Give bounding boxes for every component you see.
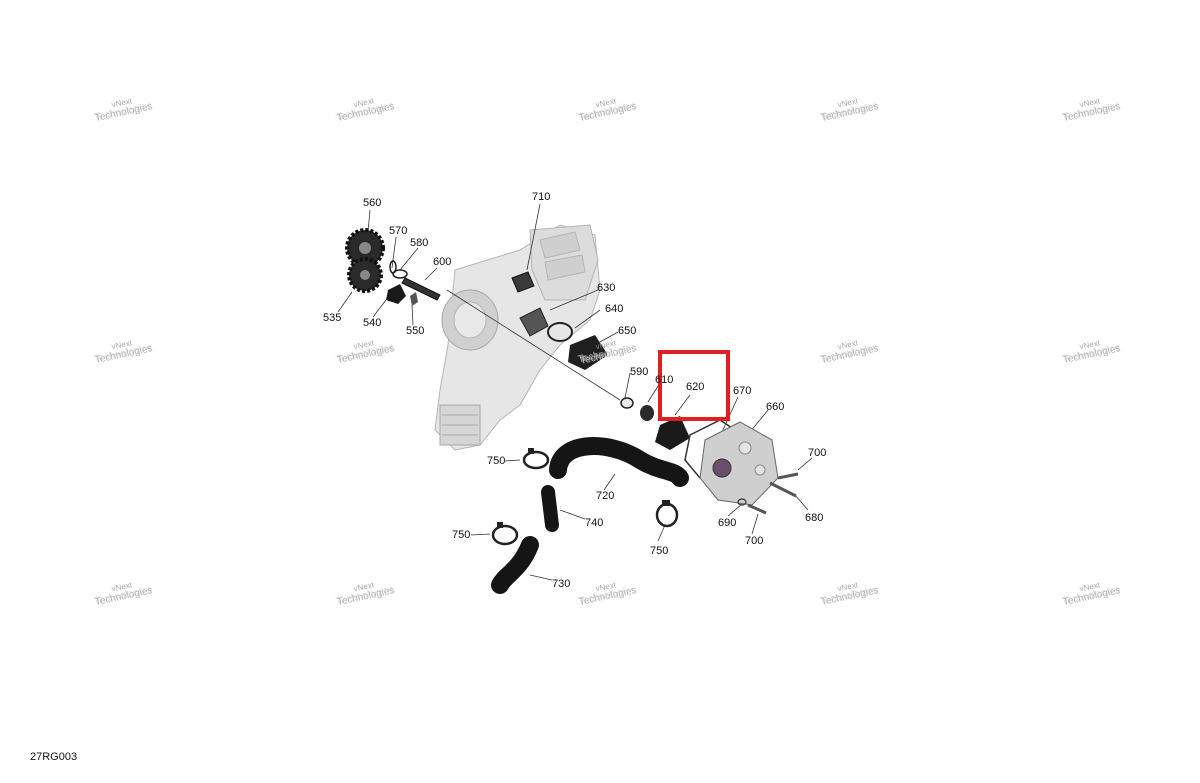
pump-outlet <box>712 458 732 478</box>
callout-710: 710 <box>532 191 550 203</box>
callout-750-lower-left: 750 <box>452 529 470 541</box>
callout-680: 680 <box>805 512 823 524</box>
callout-620: 620 <box>686 381 704 393</box>
diagram-reference-code: 27RG003 <box>30 751 78 763</box>
housing-650 <box>568 335 608 370</box>
callout-535: 535 <box>323 312 341 324</box>
callout-560: 560 <box>363 197 381 209</box>
bolt-680 <box>769 481 797 498</box>
callout-750-upper-left: 750 <box>487 455 505 467</box>
bushing-540 <box>386 284 406 304</box>
pump-housing-660 <box>699 421 779 506</box>
bolt-700-lower <box>747 503 767 515</box>
gear-560 <box>345 228 385 268</box>
impeller-620 <box>655 416 690 450</box>
callout-750-right: 750 <box>650 545 668 557</box>
callout-660: 660 <box>766 401 784 413</box>
o-ring-640 <box>547 322 573 342</box>
shaft-600 <box>401 277 441 301</box>
pump-boss-lower <box>754 464 766 476</box>
callout-740: 740 <box>585 517 603 529</box>
callout-640: 640 <box>605 303 623 315</box>
o-ring-690 <box>737 498 747 506</box>
bolt-700-upper <box>777 472 799 480</box>
callout-580: 580 <box>410 237 428 249</box>
callout-570: 570 <box>389 225 407 237</box>
seal-610 <box>640 405 654 421</box>
clamp-750-left-upper <box>522 448 550 470</box>
clamp-750-left-lower <box>491 522 519 546</box>
callout-730: 730 <box>552 578 570 590</box>
gear-535 <box>347 257 383 293</box>
part-630 <box>519 307 549 337</box>
callout-630: 630 <box>597 282 615 294</box>
callout-670: 670 <box>733 385 751 397</box>
callout-690: 690 <box>718 517 736 529</box>
hose-740 <box>541 485 559 532</box>
callout-610: 610 <box>655 374 673 386</box>
callout-650: 650 <box>618 325 636 337</box>
washer-580 <box>392 269 408 279</box>
highlight-box-620 <box>658 350 730 421</box>
callout-550: 550 <box>406 325 424 337</box>
callout-700-lower: 700 <box>745 535 763 547</box>
part-710 <box>511 271 535 293</box>
engine-block <box>434 224 601 451</box>
clamp-750-right <box>655 500 679 528</box>
callout-590: 590 <box>630 366 648 378</box>
callout-600: 600 <box>433 256 451 268</box>
seal-590 <box>620 397 634 409</box>
bolt-550 <box>410 292 418 306</box>
hose-730 <box>491 536 539 594</box>
pump-boss-upper <box>738 441 752 455</box>
callout-700-upper: 700 <box>808 447 826 459</box>
callout-labels: 560 570 580 600 535 540 550 710 630 640 … <box>323 191 826 590</box>
callout-540: 540 <box>363 317 381 329</box>
hose-720 <box>549 437 689 487</box>
callout-720: 720 <box>596 490 614 502</box>
